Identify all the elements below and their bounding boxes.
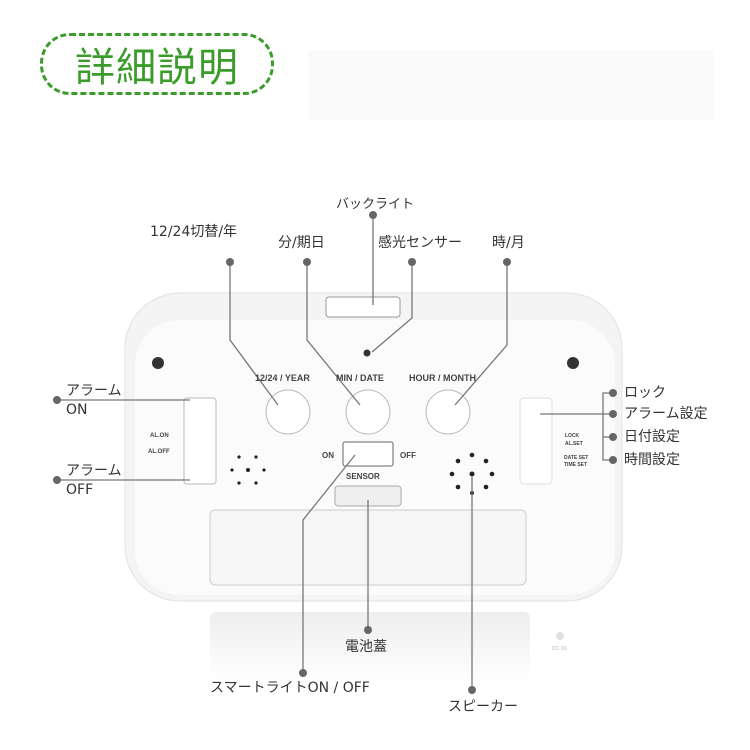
alarm-switch[interactable] bbox=[183, 397, 217, 485]
backlight-button[interactable] bbox=[325, 296, 401, 318]
label-hour-month: HOUR / MONTH bbox=[409, 373, 476, 383]
label-al-off: AL.OFF bbox=[148, 449, 170, 455]
button-12-24-year[interactable] bbox=[265, 389, 311, 435]
callout-time-set: 時間設定 bbox=[624, 452, 680, 468]
callout-alarm-on-state: ON bbox=[66, 402, 88, 418]
left-speaker-holes bbox=[230, 455, 266, 485]
callout-alarm-off: アラーム bbox=[66, 463, 122, 479]
screw-hole bbox=[152, 357, 164, 369]
callout-battery-cover: 電池蓋 bbox=[345, 639, 387, 655]
label-al-on: AL.ON bbox=[150, 433, 169, 439]
label-al-set: AL.SET bbox=[565, 441, 583, 447]
title-badge: 詳細説明 bbox=[40, 33, 274, 95]
page-title: 詳細説明 bbox=[75, 45, 239, 91]
label-lock: LOCK bbox=[565, 433, 580, 439]
callout-speaker: スピーカー bbox=[448, 699, 518, 715]
label-sensor: SENSOR bbox=[346, 472, 380, 481]
callout-smart-light: スマートライトON / OFF bbox=[210, 680, 370, 696]
callout-hour-month: 時/月 bbox=[492, 235, 525, 251]
callout-lock: ロック bbox=[624, 385, 666, 401]
label-min-date: MIN / DATE bbox=[336, 373, 384, 383]
callout-alarm-off-state: OFF bbox=[66, 482, 94, 498]
label-time-set: TIME SET bbox=[564, 462, 588, 468]
callout-dots bbox=[53, 211, 617, 694]
callout-date-set: 日付設定 bbox=[624, 429, 680, 445]
button-hour-month[interactable] bbox=[425, 389, 471, 435]
leader-lines bbox=[57, 215, 613, 690]
callout-light-sensor: 感光センサー bbox=[378, 235, 462, 251]
callout-alarm-set: アラーム設定 bbox=[624, 406, 708, 422]
callout-backlight: バックライト bbox=[336, 197, 415, 212]
dc-jack bbox=[556, 632, 564, 640]
label-date-set: DATE SET bbox=[564, 455, 589, 461]
sensor-switch[interactable] bbox=[342, 441, 394, 467]
label-sensor-off: OFF bbox=[400, 451, 416, 460]
mode-switch[interactable] bbox=[519, 397, 553, 485]
label-12-24-year: 12/24 / YEAR bbox=[255, 373, 310, 383]
label-sensor-on: ON bbox=[322, 451, 334, 460]
callout-mode-year: 12/24切替/年 bbox=[150, 224, 238, 240]
light-sensor bbox=[363, 349, 371, 357]
callout-alarm-on: アラーム bbox=[66, 383, 122, 399]
screw-hole bbox=[567, 357, 579, 369]
banner-area bbox=[308, 50, 714, 120]
callout-min-date: 分/期日 bbox=[278, 235, 325, 251]
label-dc: DC 2A bbox=[552, 646, 568, 652]
reflection bbox=[210, 612, 530, 682]
